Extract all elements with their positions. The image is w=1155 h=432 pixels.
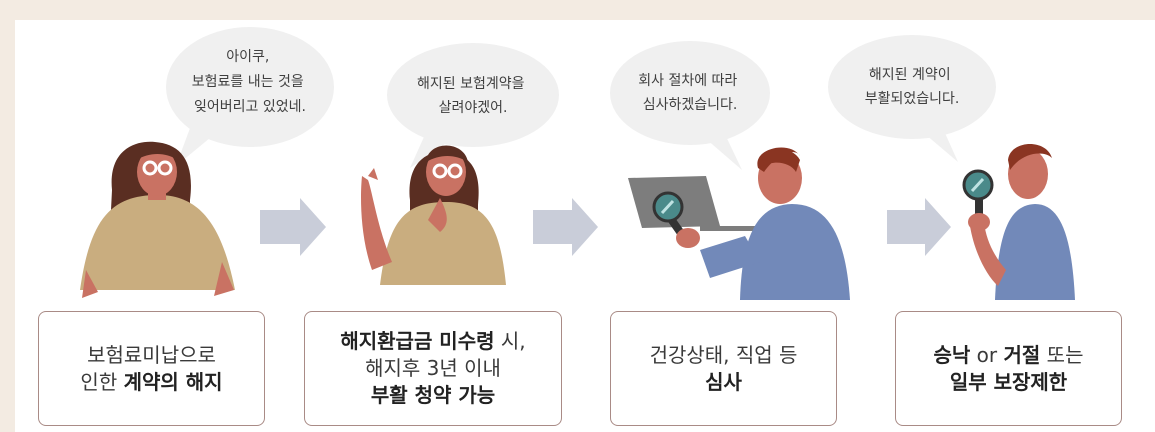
step-3-line-1: 건강상태, 직업 등 bbox=[649, 342, 798, 367]
step-1-line-2-bold: 계약의 해지 bbox=[123, 369, 223, 394]
step-4-line-1-bold-b: 거절 bbox=[1003, 342, 1041, 367]
flow-arrow-2 bbox=[533, 198, 598, 256]
step-4-line-1-plain-b: 또는 bbox=[1040, 342, 1084, 367]
step-2-line-2: 해지후 3년 이내 bbox=[365, 356, 501, 380]
reviewer-man-figure bbox=[628, 147, 850, 300]
bubble-4-line-2: 부활되었습니다. bbox=[865, 91, 960, 107]
flow-arrow-1 bbox=[260, 198, 326, 256]
bubble-2-line-1: 해지된 보험계약을 bbox=[417, 76, 525, 92]
svg-text:아이쿠, 보험료를 내는 것을: 아이쿠, 보험료를 내는 것을 잊어버리고 있었네. bbox=[192, 49, 308, 115]
step-4-line-2: 일부 보장제한 bbox=[950, 369, 1067, 396]
svg-text:해지된 계약이 부활되었습니다.: 해지된 계약이 부활되었습니다. bbox=[865, 67, 960, 107]
bubble-4-line-1: 해지된 계약이 bbox=[869, 67, 951, 83]
woman-thinking-figure bbox=[361, 145, 506, 285]
step-2-box: 해지환급금 미수령 시, 해지후 3년 이내 부활 청약 가능 bbox=[304, 311, 562, 426]
speech-bubble-2: 해지된 보험계약을 살려야겠어. bbox=[387, 43, 559, 168]
step-3-box: 건강상태, 직업 등 심사 bbox=[610, 311, 837, 426]
bubble-3-line-2: 심사하겠습니다. bbox=[643, 97, 738, 113]
step-2-line-1-bold: 해지환급금 미수령 bbox=[340, 329, 495, 353]
svg-text:해지된 보험계약을 살려야겠어.: 해지된 보험계약을 살려야겠어. bbox=[417, 76, 529, 116]
step-2-line-1-plain: 시, bbox=[494, 329, 526, 353]
speech-bubble-3: 회사 절차에 따라 심사하겠습니다. bbox=[610, 41, 770, 170]
bubble-1-line-1: 아이쿠, bbox=[226, 49, 269, 65]
bubble-2-line-2: 살려야겠어. bbox=[439, 100, 508, 116]
approver-man-figure bbox=[962, 143, 1075, 300]
step-2-line-3: 부활 청약 가능 bbox=[371, 382, 495, 409]
speech-bubble-4: 해지된 계약이 부활되었습니다. bbox=[828, 35, 996, 162]
step-2-line-1: 해지환급금 미수령 시, bbox=[340, 328, 525, 355]
step-1-line-2: 인한 계약의 해지 bbox=[80, 369, 222, 396]
step-2-line-3-bold: 부활 청약 가능 bbox=[370, 383, 496, 407]
flow-arrow-3 bbox=[887, 198, 951, 256]
svg-text:회사 절차에 따라 심사하겠습니다.: 회사 절차에 따라 심사하겠습니다. bbox=[638, 73, 742, 113]
step-3-line-2-bold: 심사 bbox=[705, 369, 742, 394]
step-1-line-1: 보험료미납으로 bbox=[87, 342, 216, 367]
bubble-1-line-3: 잊어버리고 있었네. bbox=[194, 99, 306, 115]
bubble-3-line-1: 회사 절차에 따라 bbox=[638, 73, 737, 89]
step-4-box: 승낙 or 거절 또는 일부 보장제한 bbox=[895, 311, 1122, 426]
woman-forgot-figure bbox=[80, 141, 235, 298]
step-1-line-2-plain: 인한 bbox=[80, 369, 124, 394]
step-4-line-1-bold-a: 승낙 bbox=[933, 342, 971, 367]
step-1-box: 보험료미납으로 인한 계약의 해지 bbox=[38, 311, 265, 426]
bubble-1-line-2: 보험료를 내는 것을 bbox=[192, 74, 304, 90]
step-4-line-1-plain-a: or bbox=[970, 342, 1004, 367]
speech-bubble-1: 아이쿠, 보험료를 내는 것을 잊어버리고 있었네. bbox=[166, 27, 334, 166]
step-4-line-1: 승낙 or 거절 또는 bbox=[934, 342, 1084, 369]
step-4-line-2-bold: 일부 보장제한 bbox=[949, 369, 1068, 394]
step-3-line-2: 심사 bbox=[705, 369, 742, 396]
